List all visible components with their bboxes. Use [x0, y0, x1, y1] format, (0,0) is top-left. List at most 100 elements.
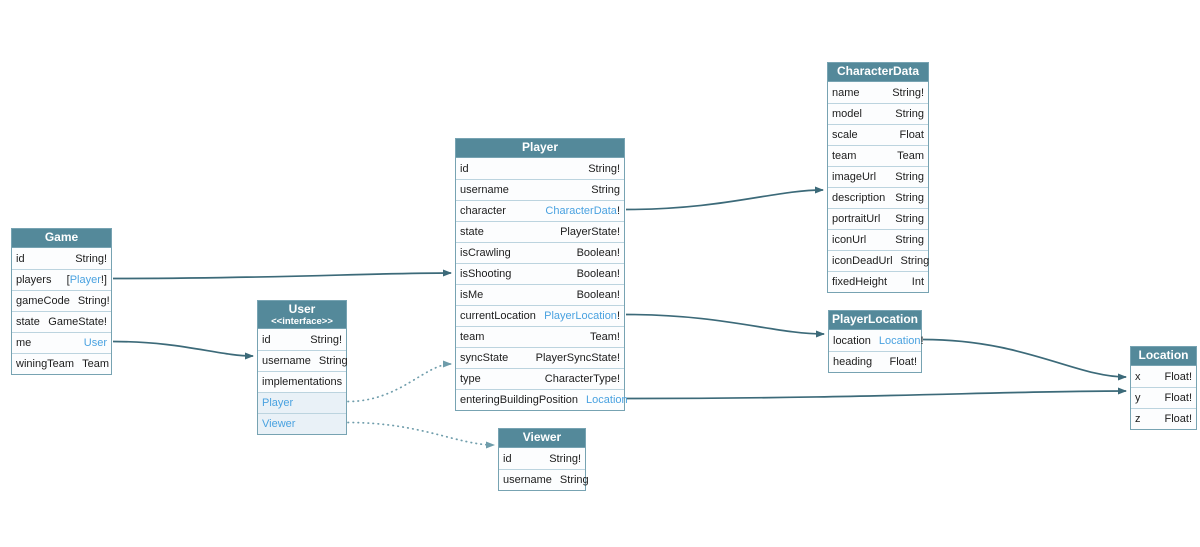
table-title: Viewer: [522, 430, 562, 445]
type-link[interactable]: Location: [878, 334, 921, 347]
field-name: currentLocation: [460, 310, 536, 322]
table-header-character-data[interactable]: CharacterData: [828, 63, 928, 82]
field-row-model[interactable]: model String: [828, 103, 928, 124]
field-type: Team: [82, 358, 109, 370]
field-name: players: [16, 274, 52, 286]
field-name: description: [832, 192, 886, 204]
table-header-game[interactable]: Game: [12, 229, 111, 248]
field-name: me: [16, 337, 32, 349]
edge-user-viewer-to-viewer: [347, 421, 495, 449]
field-type: Float!: [889, 356, 917, 368]
field-name: gameCode: [16, 295, 70, 307]
field-type: String!: [310, 333, 342, 346]
type-wrap-suffix: !: [616, 205, 620, 217]
type-link[interactable]: Player: [262, 397, 294, 409]
field-name: character: [460, 205, 506, 217]
implementation-row-player[interactable]: Player: [258, 392, 346, 413]
field-type: Team: [897, 150, 924, 162]
field-type: PlayerSyncState!: [535, 352, 620, 364]
field-row-entering-building-position[interactable]: enteringBuildingPosition Location: [456, 389, 628, 410]
field-type: String: [895, 213, 924, 225]
field-name: scale: [832, 129, 858, 141]
table-header-player-location[interactable]: PlayerLocation: [829, 311, 921, 330]
table-header-location[interactable]: Location: [1131, 347, 1196, 366]
edge-player-entering-building-position-to-location: [625, 387, 1127, 400]
table-header-player[interactable]: Player: [456, 139, 624, 158]
type-link[interactable]: CharacterData: [545, 205, 617, 217]
field-row-current-location[interactable]: currentLocation PlayerLocation!: [456, 305, 624, 326]
field-type: String!: [892, 86, 924, 99]
field-name: enteringBuildingPosition: [460, 394, 579, 406]
field-name: state: [16, 316, 40, 328]
field-type: PlayerLocation!: [544, 310, 620, 322]
field-row-fixed-height[interactable]: fixedHeight Int: [828, 271, 928, 292]
field-type: GameState!: [48, 316, 107, 328]
field-name: winingTeam: [16, 358, 75, 370]
type-wrap-suffix: !: [920, 334, 924, 347]
field-type: PlayerState!: [560, 226, 620, 238]
field-row-wining-team[interactable]: winingTeam Team: [12, 353, 111, 374]
edge-player-current-location-to-player-location: [625, 313, 825, 338]
table-header-viewer[interactable]: Viewer: [499, 429, 585, 448]
field-row-state[interactable]: state GameState!: [12, 311, 111, 332]
field-type: Int: [911, 276, 924, 288]
field-row-team[interactable]: team Team: [828, 145, 928, 166]
type-link[interactable]: PlayerLocation: [544, 310, 617, 322]
field-type: String!: [549, 452, 581, 465]
table-title: CharacterData: [836, 64, 920, 79]
field-row-me[interactable]: me User: [12, 332, 111, 353]
type-link[interactable]: User: [83, 337, 107, 349]
field-name: model: [832, 108, 862, 120]
field-name: fixedHeight: [832, 276, 888, 288]
field-row-players[interactable]: players [Player!]: [12, 269, 111, 290]
table-title: PlayerLocation: [831, 312, 919, 327]
type-link[interactable]: Player: [69, 274, 101, 286]
type-link[interactable]: Viewer: [262, 418, 296, 430]
table-title: Location: [1138, 348, 1189, 363]
field-type: String: [318, 355, 348, 367]
edge-user-player-to-player: [347, 360, 452, 403]
implementations-label-row[interactable]: implementations: [258, 371, 346, 392]
implementation-row-viewer[interactable]: Viewer: [258, 413, 346, 434]
field-name: team: [832, 150, 857, 162]
type-wrap-suffix: !]: [100, 274, 107, 286]
field-type: CharacterType!: [544, 373, 620, 385]
field-type: String: [895, 108, 924, 120]
field-row-character[interactable]: character CharacterData!: [456, 200, 624, 221]
field-type: [Player!]: [67, 274, 107, 286]
type-link[interactable]: Location: [586, 394, 628, 406]
table-header-user[interactable]: User<<interface>>: [258, 301, 346, 329]
